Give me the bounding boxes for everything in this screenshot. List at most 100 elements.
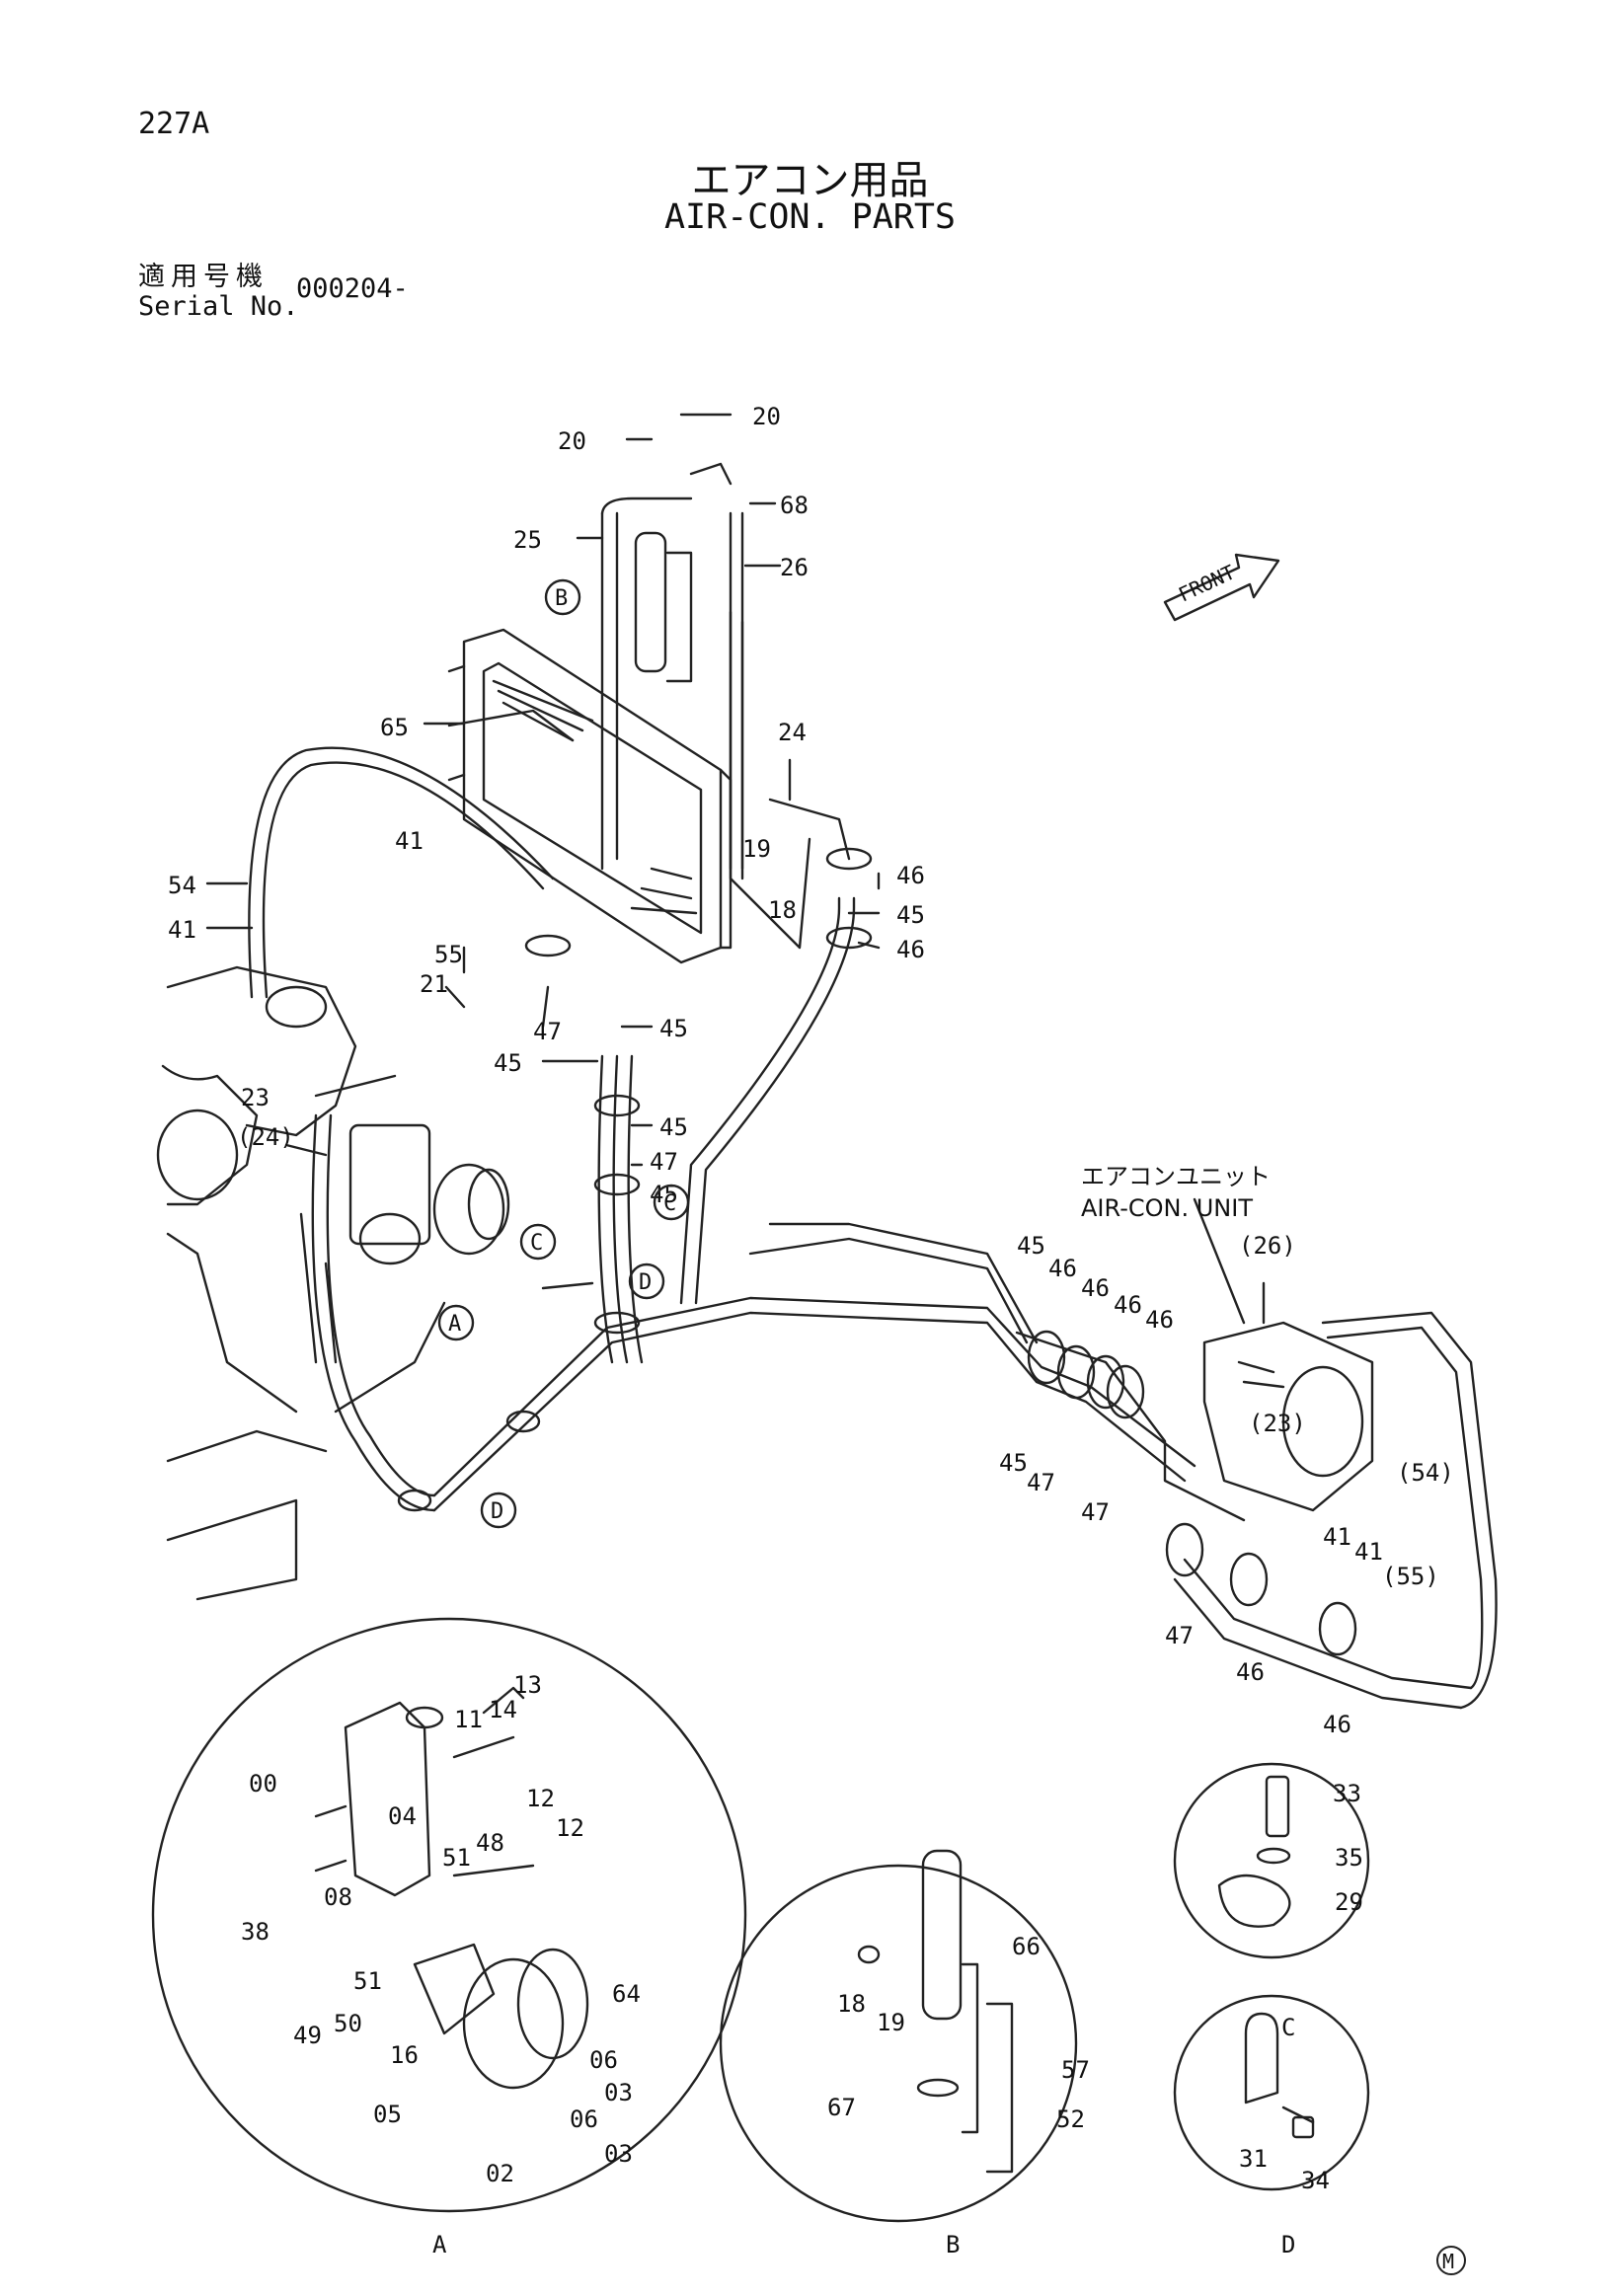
part-label: 51 (442, 1844, 471, 1872)
part-label: 68 (780, 492, 809, 519)
part-label: 45 (659, 1113, 688, 1141)
part-label: 46 (896, 936, 925, 963)
part-label: 46 (1236, 1658, 1265, 1686)
part-label: 41 (395, 827, 424, 855)
air-con-unit-label-en: AIR-CON. UNIT (1081, 1194, 1253, 1222)
part-label: 38 (241, 1918, 270, 1946)
part-label: 66 (1012, 1933, 1041, 1960)
part-label: 02 (486, 2160, 514, 2187)
part-label: 52 (1056, 2105, 1085, 2133)
part-label: 21 (420, 970, 448, 998)
part-label: 06 (570, 2105, 598, 2133)
part-label: (55) (1382, 1563, 1439, 1590)
part-label: 65 (380, 714, 409, 741)
part-label: 05 (373, 2101, 402, 2128)
part-label: 13 (513, 1671, 542, 1699)
part-label: 00 (249, 1770, 277, 1798)
part-label: 25 (513, 526, 542, 554)
engine-block (156, 965, 446, 1601)
detail-view-letter: B (946, 2231, 960, 2258)
hose-run (248, 610, 1498, 1710)
part-label: 46 (1048, 1255, 1077, 1282)
part-label: 47 (650, 1148, 678, 1176)
title-japanese: エアコン用品 (691, 158, 929, 203)
part-label: 03 (604, 2140, 633, 2168)
serial-number-value: 000204- (296, 273, 409, 304)
detail-view-letter: C (1281, 2014, 1295, 2041)
callout-letter: D (491, 1499, 503, 1524)
part-label: 24 (778, 719, 807, 746)
hose-clamps (397, 847, 1357, 1656)
callout-circle (653, 1184, 690, 1221)
part-label: 11 (454, 1706, 483, 1733)
callout-letter: C (663, 1191, 676, 1216)
part-label: 18 (768, 896, 797, 924)
detail-b-parts (857, 1849, 1014, 2174)
part-label: 45 (1017, 1232, 1045, 1260)
part-label: 23 (241, 1084, 270, 1111)
part-label: 35 (1335, 1844, 1363, 1872)
compressor (299, 1123, 510, 1364)
part-label: 16 (390, 2041, 419, 2069)
callout-circle (628, 1263, 665, 1300)
detail-view-letter: D (1281, 2231, 1295, 2258)
page-number: 227A (138, 107, 210, 141)
detail-circles (151, 1617, 1370, 2223)
part-label: 64 (612, 1980, 641, 2008)
part-label: 20 (558, 427, 586, 455)
part-label: 55 (434, 941, 463, 968)
part-label: 50 (334, 2010, 362, 2037)
part-label: (26) (1239, 1232, 1296, 1260)
part-label: 33 (1333, 1780, 1361, 1807)
manufacturer-mark: M (1442, 2250, 1454, 2273)
detail-c-parts (1217, 1775, 1291, 1928)
detail-c-part-labels: 33 35 29 (1333, 1780, 1363, 1916)
part-label: 57 (1061, 2056, 1090, 2084)
callout-circle (437, 1304, 475, 1341)
part-label: 51 (353, 1967, 382, 1995)
part-label: 45 (494, 1049, 522, 1077)
serial-label-japanese: 適用号機 (138, 262, 269, 292)
front-label: FRONT (1175, 560, 1239, 606)
part-label: (54) (1397, 1459, 1454, 1487)
part-label: 54 (168, 872, 196, 899)
title-english: AIR-CON. PARTS (663, 197, 956, 237)
part-label: 47 (1081, 1498, 1110, 1526)
part-label: 46 (896, 862, 925, 889)
part-label: 20 (752, 403, 781, 430)
part-label: 47 (1027, 1469, 1055, 1496)
callout-letter: A (448, 1312, 461, 1337)
part-label: 04 (388, 1802, 417, 1830)
part-label: 41 (1323, 1523, 1351, 1551)
part-label: 45 (659, 1015, 688, 1042)
part-label: 46 (1114, 1291, 1142, 1319)
part-label: 29 (1335, 1888, 1363, 1916)
detail-a-bracket (314, 1686, 589, 2090)
part-label: 45 (896, 901, 925, 929)
part-label: 41 (1354, 1538, 1383, 1566)
manufacturer-mark-icon: M (1436, 2246, 1466, 2275)
serial-label-english: Serial No. (138, 291, 299, 322)
part-label: 03 (604, 2079, 633, 2106)
part-label: 14 (489, 1696, 517, 1723)
part-label: 12 (556, 1814, 584, 1842)
callout-letter: B (555, 586, 568, 611)
part-label: 46 (1081, 1274, 1110, 1302)
front-arrow-icon: FRONT (1163, 553, 1280, 622)
part-label: 19 (742, 835, 771, 863)
part-label: 12 (526, 1785, 555, 1812)
air-con-unit (1202, 1321, 1374, 1512)
callout-letter: D (639, 1270, 652, 1295)
callout-circle (519, 1223, 557, 1261)
part-label: 46 (1145, 1306, 1174, 1334)
part-label: 19 (877, 2009, 905, 2036)
part-label: 26 (780, 554, 809, 581)
part-label: 45 (999, 1449, 1028, 1477)
condenser (447, 628, 733, 964)
part-label: 08 (324, 1883, 352, 1911)
